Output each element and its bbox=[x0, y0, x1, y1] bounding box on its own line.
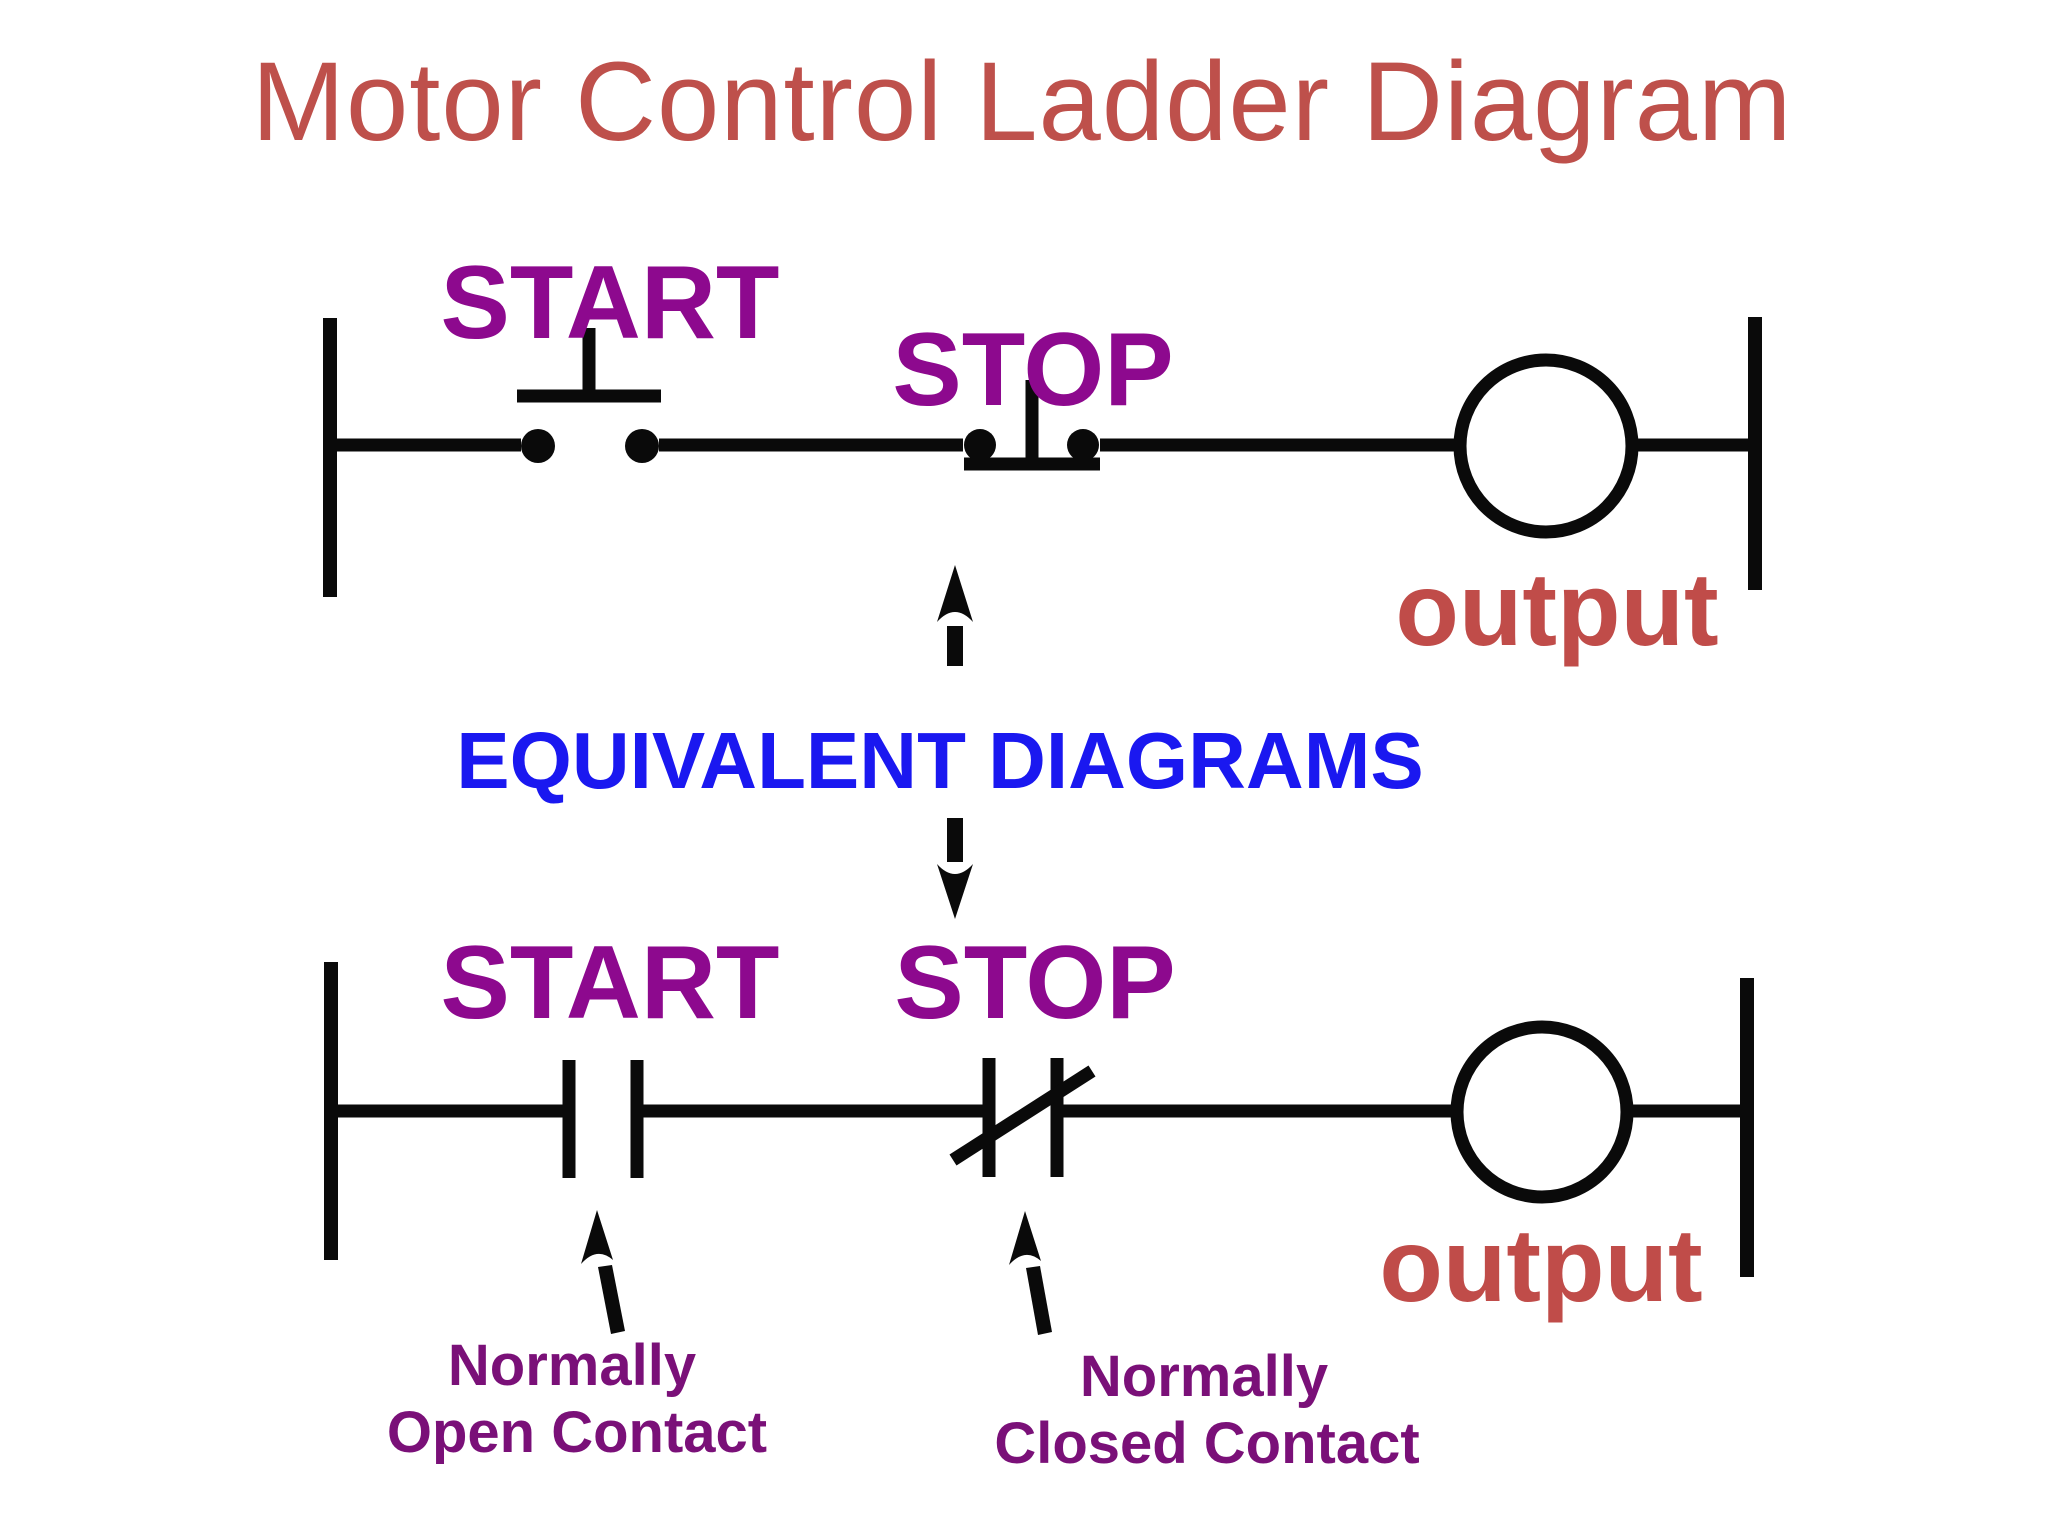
arrow-dash bbox=[947, 818, 963, 862]
arrow-shaft bbox=[598, 1265, 625, 1334]
arrow-dash bbox=[947, 626, 963, 666]
open-contact-label-line2: Open Contact bbox=[387, 1400, 767, 1465]
arrow-up-icon bbox=[937, 565, 973, 622]
output-coil bbox=[1450, 1020, 1634, 1204]
bottom-rung bbox=[324, 962, 1754, 1277]
bottom-stop-label: STOP bbox=[894, 925, 1175, 1041]
top-stop-label: STOP bbox=[892, 312, 1173, 428]
bottom-output-label: output bbox=[1379, 1208, 1702, 1324]
open-contact-pointer bbox=[581, 1210, 625, 1334]
contact-slash bbox=[949, 1065, 1096, 1166]
closed-contact-label-line1: Normally bbox=[1080, 1344, 1328, 1409]
closed-contact-label-line2: Closed Contact bbox=[994, 1411, 1419, 1476]
output-coil bbox=[1453, 353, 1639, 539]
equivalence-label: EQUIVALENT DIAGRAMS bbox=[456, 716, 1423, 805]
stop-pushbutton-nc bbox=[964, 380, 1100, 471]
contact-dot bbox=[521, 429, 555, 463]
contact-dot bbox=[1067, 429, 1099, 461]
top-output-label: output bbox=[1395, 552, 1718, 668]
open-contact-label-line1: Normally bbox=[448, 1333, 696, 1398]
closed-contact-label: Normally Closed Contact bbox=[994, 1344, 1419, 1476]
top-start-label: START bbox=[441, 245, 780, 361]
arrow-shaft bbox=[1026, 1266, 1052, 1335]
arrow-up-icon bbox=[581, 1210, 613, 1264]
equivalence-up-arrow bbox=[937, 565, 973, 666]
arrow-up-icon bbox=[1009, 1211, 1041, 1265]
contact-dot bbox=[625, 429, 659, 463]
open-contact-label: Normally Open Contact bbox=[387, 1333, 767, 1465]
start-pushbutton-no bbox=[517, 328, 661, 463]
arrow-down-icon bbox=[937, 864, 973, 919]
page-title: Motor Control Ladder Diagram bbox=[252, 39, 1793, 164]
stop-contact-nc bbox=[949, 1058, 1096, 1177]
top-rung bbox=[323, 317, 1762, 597]
contact-dot bbox=[964, 429, 996, 461]
start-contact-no bbox=[562, 1060, 644, 1178]
bottom-start-label: START bbox=[441, 925, 780, 1041]
equivalence-down-arrow bbox=[937, 818, 973, 919]
closed-contact-pointer bbox=[1009, 1211, 1052, 1335]
